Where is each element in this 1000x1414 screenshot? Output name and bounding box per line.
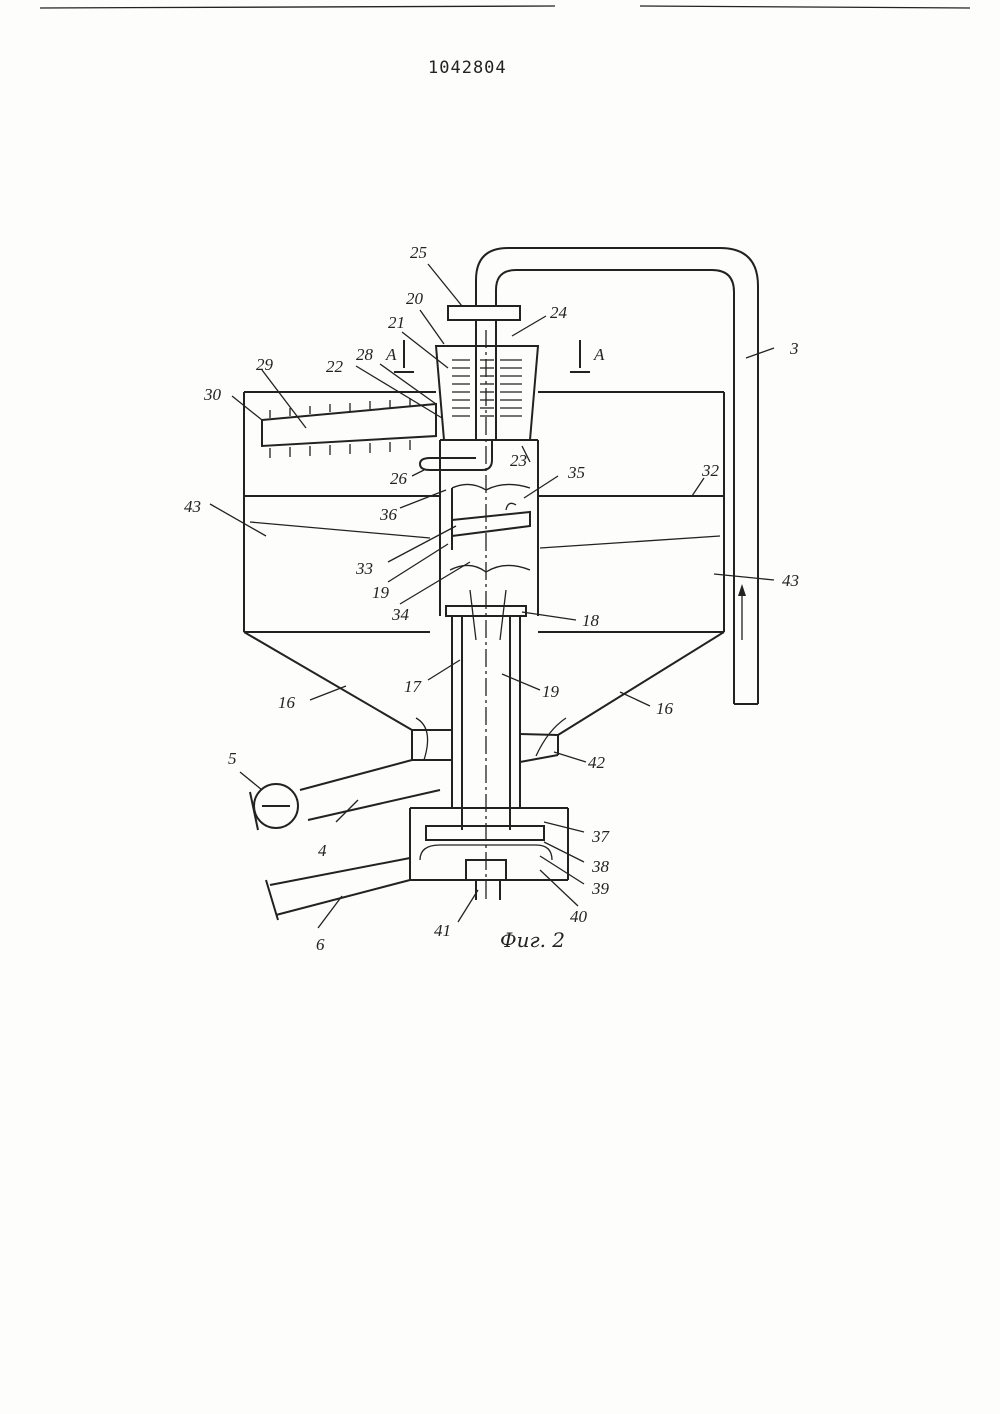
label-32: 32 bbox=[701, 461, 720, 480]
distribution-pipe bbox=[262, 398, 436, 458]
label-33: 33 bbox=[355, 559, 373, 578]
section-mark-a bbox=[394, 340, 590, 372]
label-24: 24 bbox=[550, 303, 568, 322]
label-40: 40 bbox=[570, 907, 588, 926]
label-36: 36 bbox=[379, 505, 398, 524]
label-3: 3 bbox=[789, 339, 799, 358]
label-19-upper: 19 bbox=[372, 583, 390, 602]
label-43-left: 43 bbox=[184, 497, 201, 516]
label-20: 20 bbox=[406, 289, 424, 308]
label-37: 37 bbox=[591, 827, 611, 846]
label-4: 4 bbox=[318, 841, 327, 860]
label-16-right: 16 bbox=[656, 699, 674, 718]
outer-tank bbox=[244, 392, 724, 632]
label-35: 35 bbox=[567, 463, 585, 482]
section-label-a-left: A bbox=[385, 345, 397, 364]
label-17: 17 bbox=[404, 677, 423, 696]
label-21: 21 bbox=[388, 313, 405, 332]
lower-housing bbox=[266, 808, 568, 920]
part-labels: 3 4 5 6 16 16 17 18 19 19 20 21 22 23 24… bbox=[184, 243, 799, 954]
label-5: 5 bbox=[228, 749, 237, 768]
label-16-left: 16 bbox=[278, 693, 296, 712]
label-23: 23 bbox=[510, 451, 527, 470]
label-22: 22 bbox=[326, 357, 344, 376]
label-19-lower: 19 bbox=[542, 682, 560, 701]
label-39: 39 bbox=[591, 879, 610, 898]
label-41: 41 bbox=[434, 921, 451, 940]
label-30: 30 bbox=[203, 385, 222, 404]
label-18: 18 bbox=[582, 611, 600, 630]
label-34: 34 bbox=[391, 605, 410, 624]
label-28: 28 bbox=[356, 345, 374, 364]
top-border-left bbox=[40, 6, 555, 8]
figure-caption: Фиг. 2 bbox=[500, 928, 565, 952]
label-42: 42 bbox=[588, 753, 606, 772]
label-26: 26 bbox=[390, 469, 408, 488]
label-6: 6 bbox=[316, 935, 325, 954]
label-43-right: 43 bbox=[782, 571, 799, 590]
leader-lines bbox=[210, 264, 774, 928]
section-label-a-right: A bbox=[593, 345, 605, 364]
label-29: 29 bbox=[256, 355, 274, 374]
label-38: 38 bbox=[591, 857, 610, 876]
top-border-right bbox=[640, 6, 970, 8]
label-25: 25 bbox=[410, 243, 427, 262]
discharge-pipe-4 bbox=[250, 760, 440, 830]
